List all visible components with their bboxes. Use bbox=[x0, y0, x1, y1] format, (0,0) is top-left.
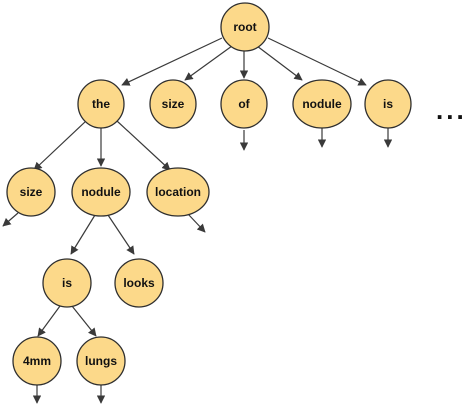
edge-size-continuation bbox=[2, 212, 19, 227]
edge-the-location bbox=[116, 120, 171, 171]
node-root-label: root bbox=[233, 20, 256, 34]
node-is: is bbox=[364, 79, 412, 129]
edge-nodule-looks bbox=[107, 214, 135, 255]
node-the: the bbox=[77, 79, 125, 129]
node-the-nodule: nodule bbox=[71, 167, 131, 217]
node-root: root bbox=[220, 2, 270, 52]
edge-root-is bbox=[267, 37, 367, 86]
edge-is-lungs bbox=[71, 305, 97, 337]
node-is-lungs-label: lungs bbox=[85, 354, 117, 368]
node-size-label: size bbox=[162, 97, 185, 111]
node-nodule: nodule bbox=[292, 79, 352, 129]
node-nodule-is-label: is bbox=[62, 276, 72, 290]
node-is-label: is bbox=[383, 97, 393, 111]
node-size: size bbox=[149, 79, 197, 129]
edge-root-nodule bbox=[256, 45, 303, 81]
node-the-label: the bbox=[92, 97, 110, 111]
node-the-size-label: size bbox=[20, 185, 43, 199]
continuation-ellipsis: ... bbox=[436, 95, 467, 125]
node-is-4mm-label: 4mm bbox=[23, 354, 51, 368]
edge-root-size bbox=[184, 45, 233, 81]
node-is-lungs: lungs bbox=[76, 336, 126, 386]
edge-the-size bbox=[33, 120, 87, 171]
node-the-location: location bbox=[146, 167, 210, 217]
node-nodule-label: nodule bbox=[302, 97, 342, 111]
node-of-label: of bbox=[238, 97, 250, 111]
node-nodule-looks-label: looks bbox=[123, 276, 155, 290]
node-of: of bbox=[220, 79, 268, 129]
edge-location-continuation bbox=[187, 213, 206, 233]
node-the-location-label: location bbox=[155, 185, 201, 199]
node-the-nodule-label: nodule bbox=[81, 185, 121, 199]
node-nodule-looks: looks bbox=[114, 258, 164, 308]
node-is-4mm: 4mm bbox=[12, 336, 62, 386]
edge-nodule-is bbox=[70, 214, 96, 255]
node-the-size: size bbox=[6, 167, 56, 217]
node-nodule-is: is bbox=[42, 258, 92, 308]
edge-is-4mm bbox=[37, 305, 61, 337]
edge-root-the bbox=[121, 37, 223, 86]
